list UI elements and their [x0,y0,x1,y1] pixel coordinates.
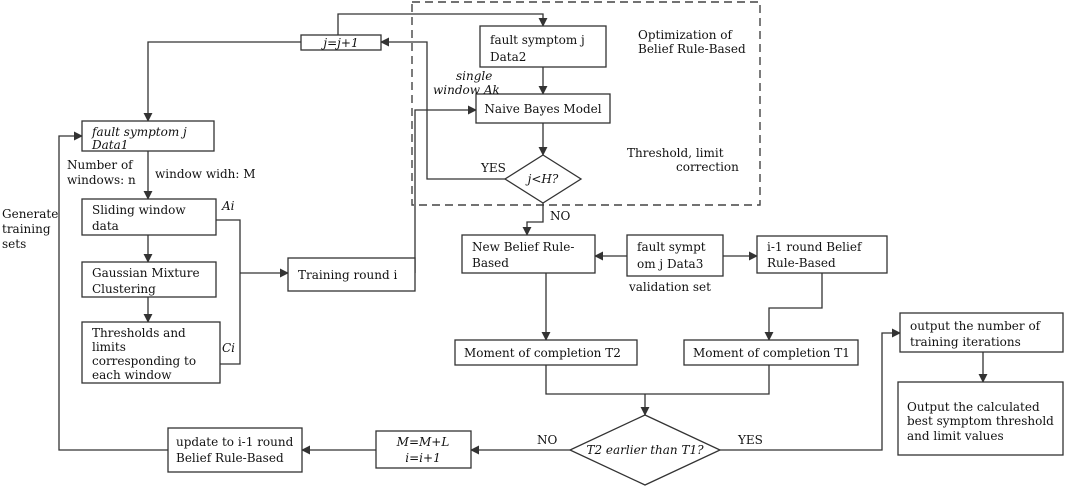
jj1-text: j=j+1 [320,36,358,50]
generate-label-line3: sets [2,237,26,251]
output-iterations-line2: training iterations [910,335,1021,349]
output-best-line3: and limit values [907,429,1004,443]
num-windows-line1: Number of [67,158,134,172]
sliding-line1: Sliding window [92,203,186,217]
generate-label-line1: Generate [2,207,58,221]
ci-label: Ci [222,341,235,355]
threshold-correction-line2: correction [676,160,739,174]
yes-bottom-label: YES [737,433,763,447]
no-middle-label: NO [550,209,571,223]
update-mi-line2: i=i+1 [405,451,440,465]
data2-line2: Data2 [490,50,526,64]
box-jj1: j=j+1 [300,34,382,51]
data2-line1: fault symptom j [490,33,585,47]
box-training-round: Training round i [287,257,416,292]
output-iterations-line1: output the number of [910,319,1042,333]
sliding-line2: data [92,219,119,233]
output-best-line2: best symptom threshold [907,414,1054,428]
prev-brb-line2: Rule-Based [767,256,836,270]
box-update-brb: update to i-1 round Belief Rule-Based [167,427,303,473]
update-brb-line1: update to i-1 round [176,435,294,449]
data1-line2: Data1 [91,138,128,152]
box-moment-t1: Moment of completion T1 [683,339,859,366]
yes-upper-label: YES [480,161,506,175]
update-brb-line2: Belief Rule-Based [176,451,284,465]
thresholds-line4: each window [92,368,172,382]
naive-bayes-text: Naive Bayes Model [484,102,601,116]
decision-jh-text: j<H? [525,172,559,186]
validation-set-label: validation set [628,280,711,294]
box-new-brb: New Belief Rule- Based [461,234,596,274]
ai-label: Ai [221,199,235,213]
gmc-line1: Gaussian Mixture [92,266,200,280]
training-round-text: Training round i [298,268,397,282]
no-bottom-label: NO [537,433,558,447]
box-thresholds: Thresholds and limits corresponding to e… [81,321,221,384]
box-prev-brb: i-1 round Belief Rule-Based [756,235,888,274]
optimization-region [411,1,761,206]
box-sliding-window: Sliding window data [81,198,217,236]
box-output-iterations: output the number of training iterations [899,312,1064,353]
data1-line1: fault symptom j [91,125,187,139]
update-mi-line1: M=M+L [396,435,450,449]
box-update-mi: M=M+L i=i+1 [375,430,472,469]
box-moment-t2: Moment of completion T2 [454,339,638,366]
new-brb-line1: New Belief Rule- [472,240,574,254]
moment-t2-text: Moment of completion T2 [464,346,621,360]
box-naive-bayes: Naive Bayes Model [475,93,611,124]
new-brb-line2: Based [472,256,509,270]
decision-jh: j<H? [503,154,583,204]
box-data3: fault sympt om j Data3 [626,234,724,277]
optimization-line1: Optimization of [638,28,734,42]
thresholds-line3: corresponding to [92,354,196,368]
data3-line2: om j Data3 [637,257,703,271]
decision-t2t1: T2 earlier than T1? [568,414,722,486]
box-output-best: Output the calculated best symptom thres… [897,381,1064,456]
moment-t1-text: Moment of completion T1 [693,346,850,360]
connectors [58,13,988,455]
generate-label-line2: training [2,222,51,236]
data3-line1: fault sympt [637,240,706,254]
single-window-line1: single [456,69,492,83]
decision-t2t1-text: T2 earlier than T1? [586,443,704,457]
thresholds-line2: limits [92,340,126,354]
num-windows-line2: windows: n [67,173,136,187]
thresholds-line1: Thresholds and [92,326,186,340]
output-best-line1: Output the calculated [907,400,1040,414]
single-window-line2: window Ak [433,83,500,97]
box-gmc: Gaussian Mixture Clustering [81,261,217,298]
box-data1: fault symptom j Data1 [81,120,215,152]
free-labels: Generate training sets Number of windows… [2,28,763,447]
prev-brb-line1: i-1 round Belief [767,240,863,254]
optimization-line2: Belief Rule-Based [638,42,746,56]
window-width-label: window widh: M [155,167,256,181]
box-data2: fault symptom j Data2 [479,25,607,68]
threshold-correction-line1: Threshold, limit [627,146,724,160]
gmc-line2: Clustering [92,282,156,296]
